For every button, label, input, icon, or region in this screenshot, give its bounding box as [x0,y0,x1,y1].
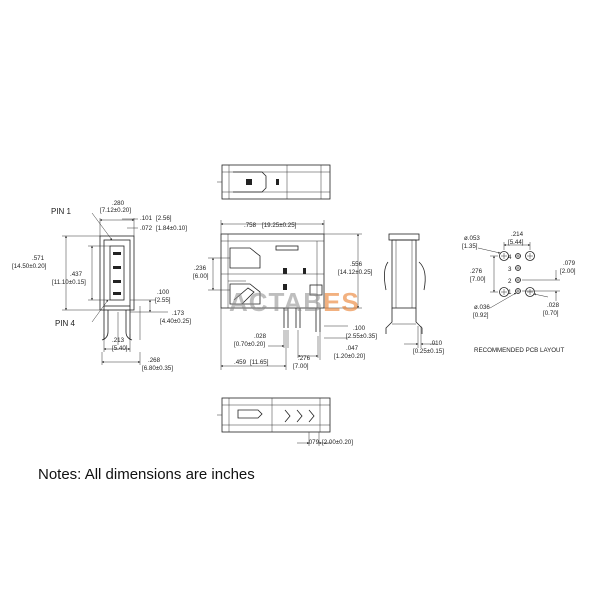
dim-280: .280 [112,200,125,207]
dim-276-mm: [7.00] [293,363,309,370]
dim-028-mm: [0.70±0.20] [234,341,265,348]
top-view [217,164,331,200]
dim-047: .047 [346,345,359,352]
pcb-dim-276-mm: [7.00] [470,276,486,283]
dim-213: .213 [112,337,125,344]
dim-758-mm: [19.25±0.25] [262,222,297,229]
dim-459-mm: [11.65] [250,359,269,366]
side-view [208,220,362,370]
dim-236: .236 [194,265,207,272]
dim-571-mm: [14.50±0.20] [12,263,47,270]
pcb-dim-028: .028 [547,302,560,309]
dim-101-mm: [2.56] [156,215,172,222]
pcb-dim-053: ø.053 [464,235,480,242]
pcb-pin2-label: 2 [508,278,512,285]
dim-072-mm: [1.84±0.10] [156,225,187,232]
dim-213-mm: [5.40] [112,345,128,352]
dim-010: .010 [430,340,443,347]
pcb-dim-053-mm: [1.35] [462,243,478,250]
pcb-dim-079: .079 [563,260,576,267]
dim-459: .459 [234,359,247,366]
pcb-dim-036-mm: [0.92] [473,312,489,319]
dim-173: .173 [172,310,185,317]
dim-173-mm: [4.40±0.25] [160,318,191,325]
dim-101: .101 [140,215,153,222]
pcb-dim-079-mm: [2.00] [560,268,576,275]
notes-text: Notes: All dimensions are inches [38,466,255,483]
pin4-label: PIN 4 [55,319,76,328]
dim-100-side-mm: [2.55±0.35] [346,333,377,340]
pcb-dim-214-mm: [5.44] [508,239,524,246]
dim-100: .100 [157,289,170,296]
dim-437: .437 [70,271,83,278]
dim-556-mm: [14.12±0.25] [338,269,373,276]
front-view [62,212,168,365]
pcb-dim-276: .276 [470,268,483,275]
end-view [384,233,436,348]
dim-100-side: .100 [353,325,366,332]
pcb-dim-036: ø.036 [474,304,490,311]
pcb-pin1-label: 1 [508,289,512,296]
dim-556: .556 [350,261,363,268]
bottom-view [217,397,331,446]
dim-028: .028 [254,333,267,340]
dim-079-bottom-mm: [2.00±0.20] [322,439,353,446]
dim-268-mm: [6.80±0.35] [142,365,173,372]
dim-047-mm: [1.20±0.20] [334,353,365,360]
dim-100-mm: [2.55] [155,297,171,304]
pcb-dim-214: .214 [511,231,524,238]
pcb-pin4-label: 4 [508,254,512,261]
dim-079-bottom: .079 [307,439,320,446]
dim-276: .276 [298,355,311,362]
dim-758: .758 [244,222,257,229]
pin1-label: PIN 1 [51,207,72,216]
pcb-pin3-label: 3 [508,266,512,273]
dim-010-mm: [0.25±0.15] [413,348,444,355]
dim-072: .072 [140,225,153,232]
dim-268: .268 [148,357,161,364]
pcb-layout [477,242,560,309]
dim-280-mm: [7.12±0.20] [100,207,131,214]
dim-437-mm: [11.10±0.15] [52,279,86,286]
pcb-layout-title: RECOMMENDED PCB LAYOUT [474,347,565,354]
dim-571: .571 [32,255,45,262]
dim-236-mm: [6.00] [193,273,209,280]
pcb-dim-028-mm: [0.70] [543,310,559,317]
